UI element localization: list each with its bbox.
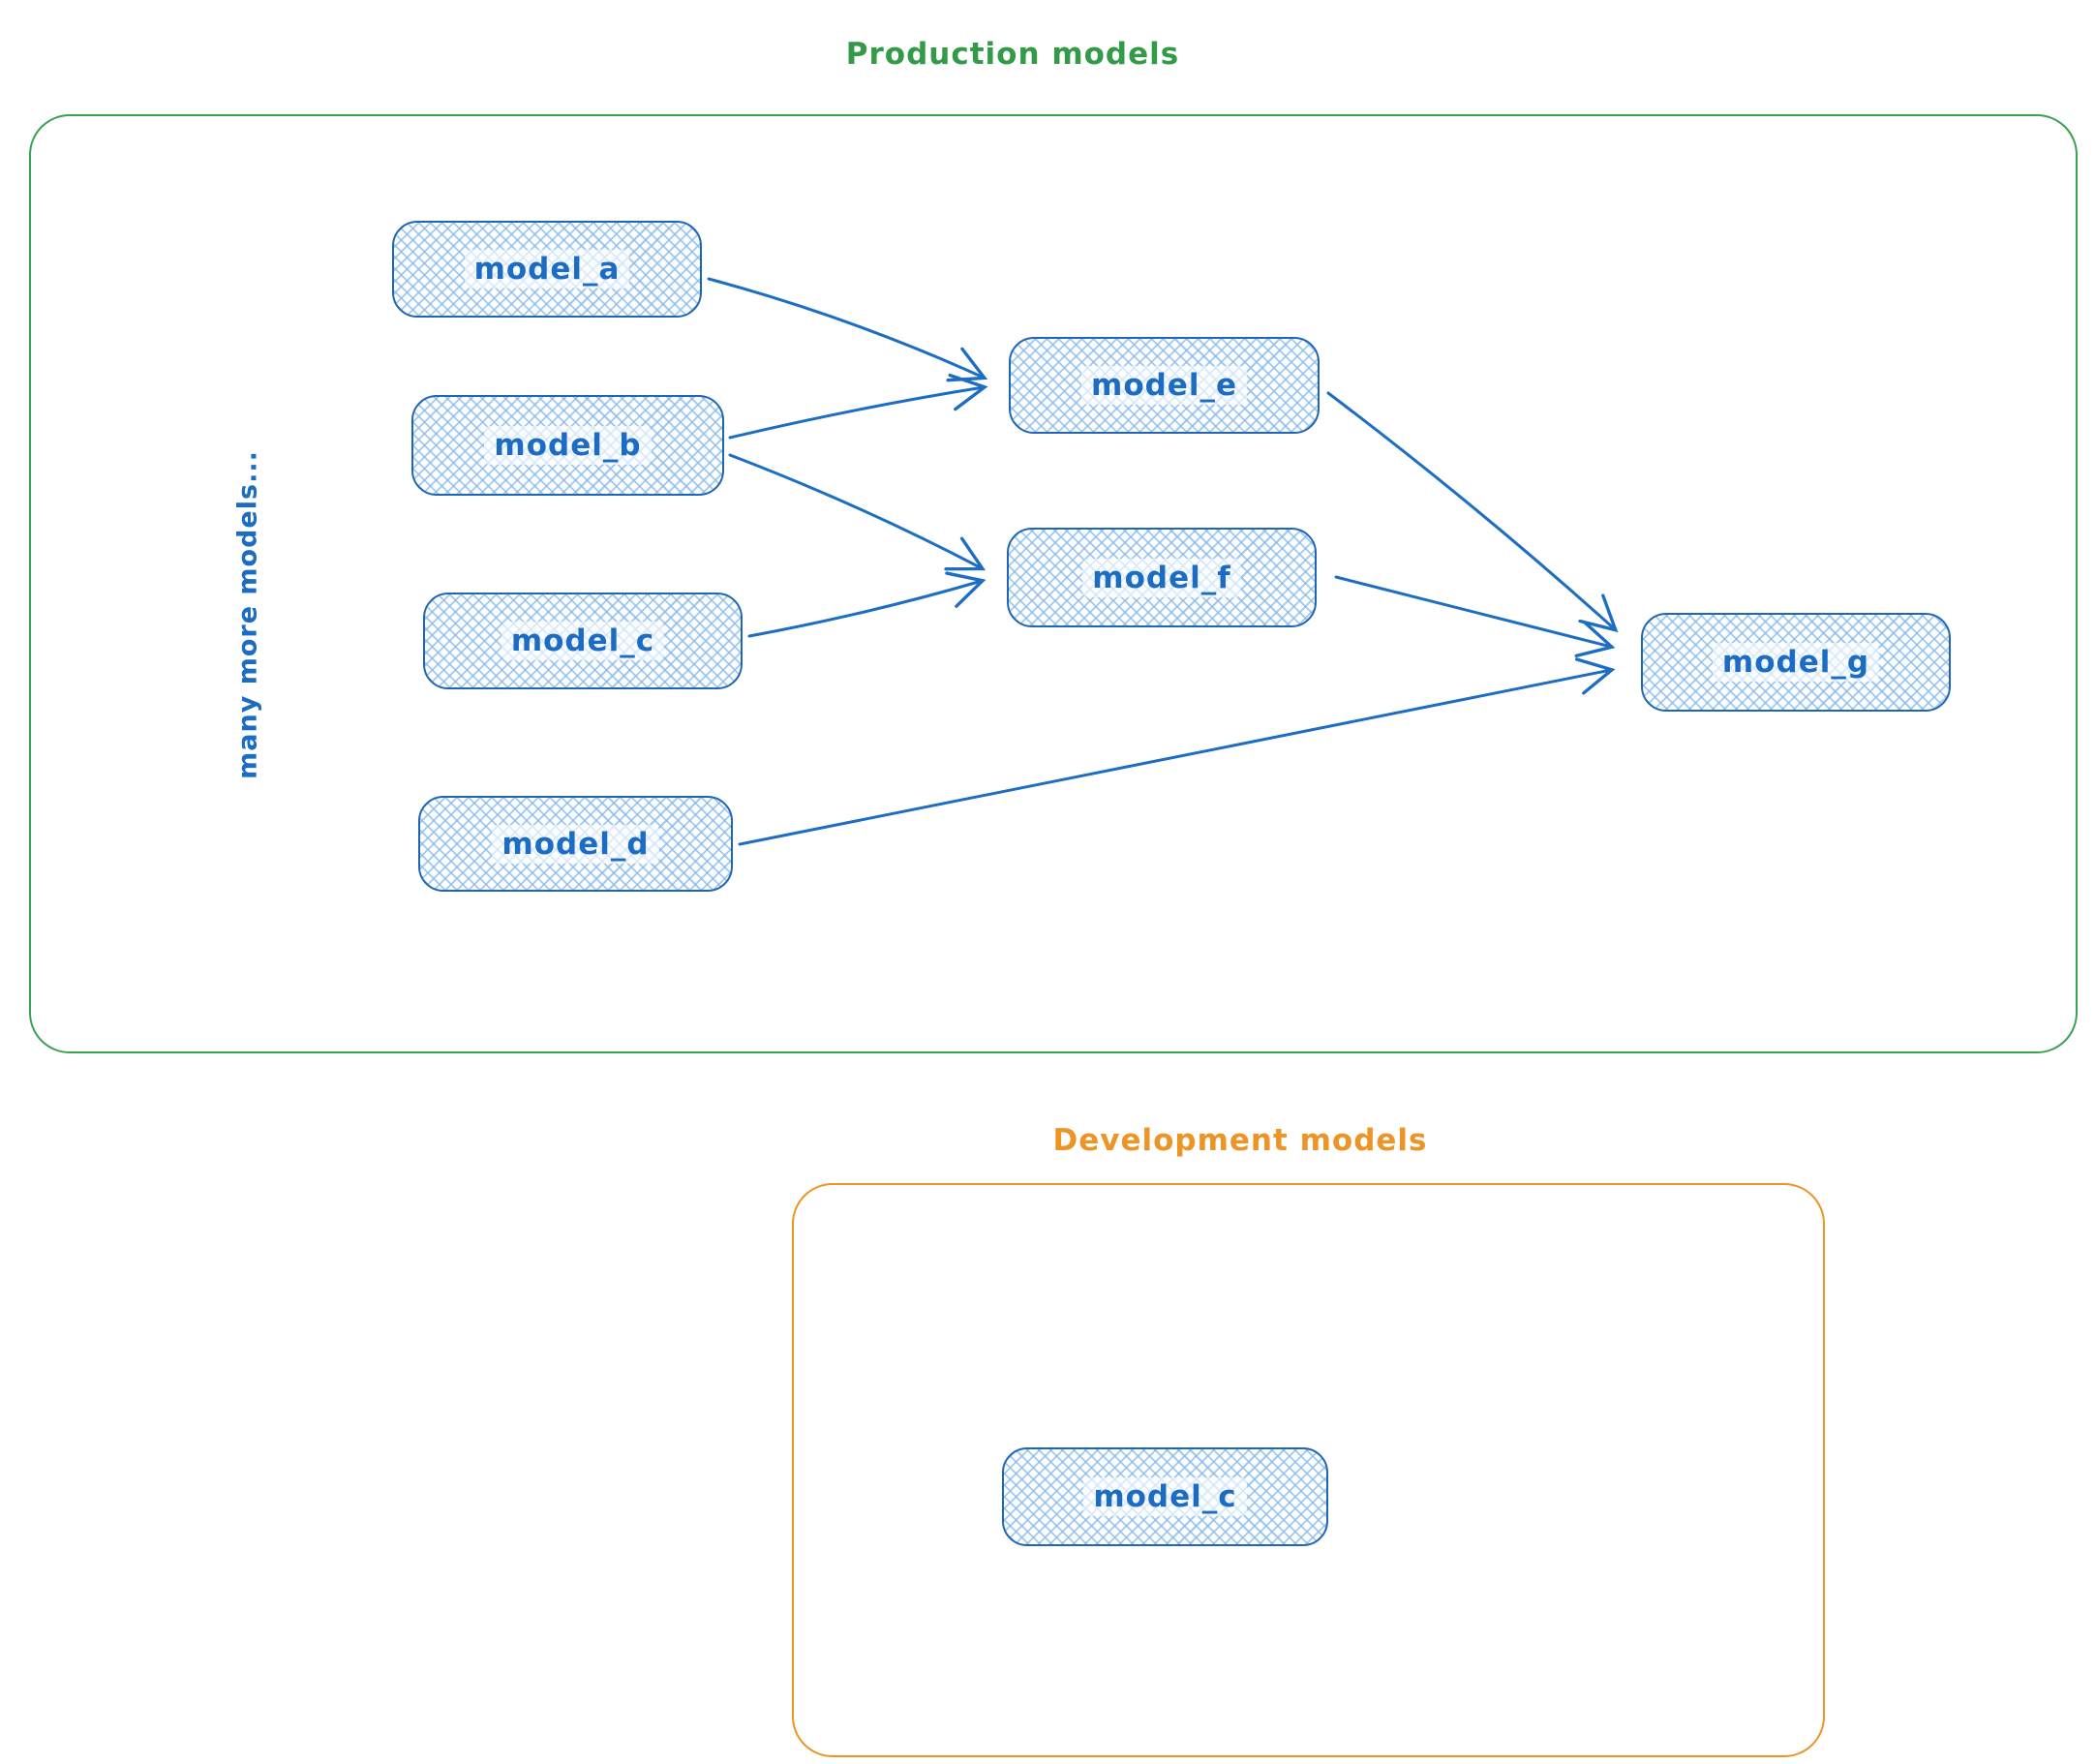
node-model_g-label: model_g — [1712, 643, 1880, 682]
node-model_d: model_d — [418, 796, 733, 892]
node-model_b: model_b — [411, 395, 724, 496]
node-model_e: model_e — [1009, 337, 1320, 434]
node-model_c: model_c — [423, 593, 743, 689]
node-model_a-label: model_a — [464, 250, 630, 289]
node-model_f-label: model_f — [1082, 558, 1241, 597]
node-model_f: model_f — [1007, 528, 1317, 627]
node-model_e-label: model_e — [1081, 366, 1247, 405]
production-group-title: Production models — [845, 37, 1180, 72]
development-group-frame — [792, 1183, 1825, 1757]
production-group-frame — [29, 114, 2078, 1053]
node-model_d-label: model_d — [492, 824, 659, 864]
node-dev-model_c-label: model_c — [1083, 1477, 1247, 1516]
many-more-models-label: many more models... — [232, 450, 263, 779]
node-model_g: model_g — [1641, 613, 1951, 712]
node-model_b-label: model_b — [484, 426, 652, 465]
node-dev-model_c: model_c — [1002, 1447, 1328, 1546]
node-model_a: model_a — [392, 221, 702, 318]
node-model_c-label: model_c — [501, 622, 665, 660]
development-group-title: Development models — [1052, 1123, 1428, 1158]
